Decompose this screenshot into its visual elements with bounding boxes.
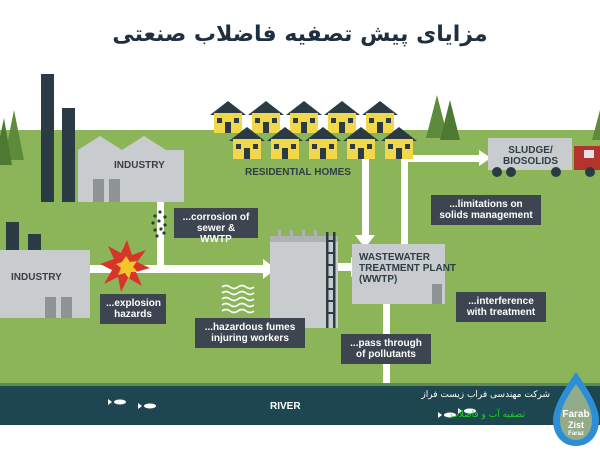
bottom-strip [0, 425, 600, 450]
sludge-truck [488, 138, 600, 177]
callout-fumes-line2: injuring workers [211, 333, 289, 344]
wwtp-label: WASTEWATER TREATMENT PLANT (WWTP) [359, 252, 456, 285]
trees-right [426, 95, 600, 140]
explosion-icon [100, 240, 150, 292]
residential-homes [210, 101, 417, 159]
wwtp-label-line3: (WWTP) [359, 274, 398, 285]
house-icon [343, 127, 379, 159]
river [0, 385, 600, 425]
industry-left-building [0, 222, 90, 318]
wwtp-building [352, 244, 445, 304]
callout-limitations-line2: solids management [439, 210, 533, 221]
callout-interference-line1: ...interference [468, 296, 534, 307]
callout-corrosion-line2: sewer & WWTP [196, 223, 236, 245]
residential-homes-label: RESIDENTIAL HOMES [245, 167, 351, 178]
callout-limitations-line1: ...limitations on [449, 199, 523, 210]
callout-passthrough: ...pass through of pollutants [341, 334, 431, 364]
logo-line2: Zist [567, 420, 584, 430]
callout-explosion-line2: hazards [114, 309, 152, 320]
house-icon [267, 127, 303, 159]
industry-top-building [41, 74, 184, 202]
house-icon [210, 101, 246, 133]
house-icon [248, 101, 284, 133]
farab-zist-faraz-logo [553, 372, 599, 446]
fish-icons [108, 399, 476, 418]
fumes-icon [221, 284, 255, 314]
house-icon [305, 127, 341, 159]
sludge-label: SLUDGE/ BIOSOLIDS [503, 145, 558, 167]
watermark-service: تصفیه آب و فاضلاب [450, 410, 525, 420]
industry-top-label: INDUSTRY [114, 160, 165, 171]
corrosion-vapor [151, 210, 167, 238]
callout-explosion: ...explosion hazards [100, 294, 166, 324]
sludge-label-line1: SLUDGE/ [508, 145, 553, 156]
callout-passthrough-line1: ...pass through [350, 338, 422, 349]
callout-corrosion: ...corrosion of sewer & WWTP [174, 208, 258, 245]
house-icon [286, 101, 322, 133]
treatment-tank [270, 230, 338, 328]
callout-interference: ...interference with treatment [456, 292, 546, 322]
callout-explosion-line1: ...explosion [106, 298, 162, 309]
house-icon [381, 127, 417, 159]
callout-passthrough-line2: of pollutants [356, 349, 416, 360]
house-icon [229, 127, 265, 159]
industry-left-label: INDUSTRY [11, 272, 62, 283]
house-icon [324, 101, 360, 133]
river-label: RIVER [270, 401, 301, 412]
river-bank [0, 383, 600, 386]
callout-interference-line2: with treatment [466, 307, 536, 318]
sludge-label-line2: BIOSOLIDS [503, 156, 559, 167]
wwtp-label-line1: WASTEWATER [359, 252, 430, 263]
callout-fumes: ...hazardous fumes injuring workers [195, 318, 305, 348]
page-title: مزایای پیش تصفیه فاضلاب صنعتی [112, 22, 488, 47]
house-icon [362, 101, 398, 133]
callout-fumes-line1: ...hazardous fumes [204, 322, 296, 333]
wwtp-label-line2: TREATMENT PLANT [359, 263, 457, 274]
callout-corrosion-line1: ...corrosion of [182, 212, 250, 223]
trees-left [0, 110, 24, 165]
watermark-company: شرکت مهندسی فراب زیست فراز [421, 390, 550, 400]
logo-line1: Farab [562, 409, 590, 420]
callout-limitations: ...limitations on solids management [431, 195, 541, 225]
logo-line3: Faraz [568, 431, 584, 437]
